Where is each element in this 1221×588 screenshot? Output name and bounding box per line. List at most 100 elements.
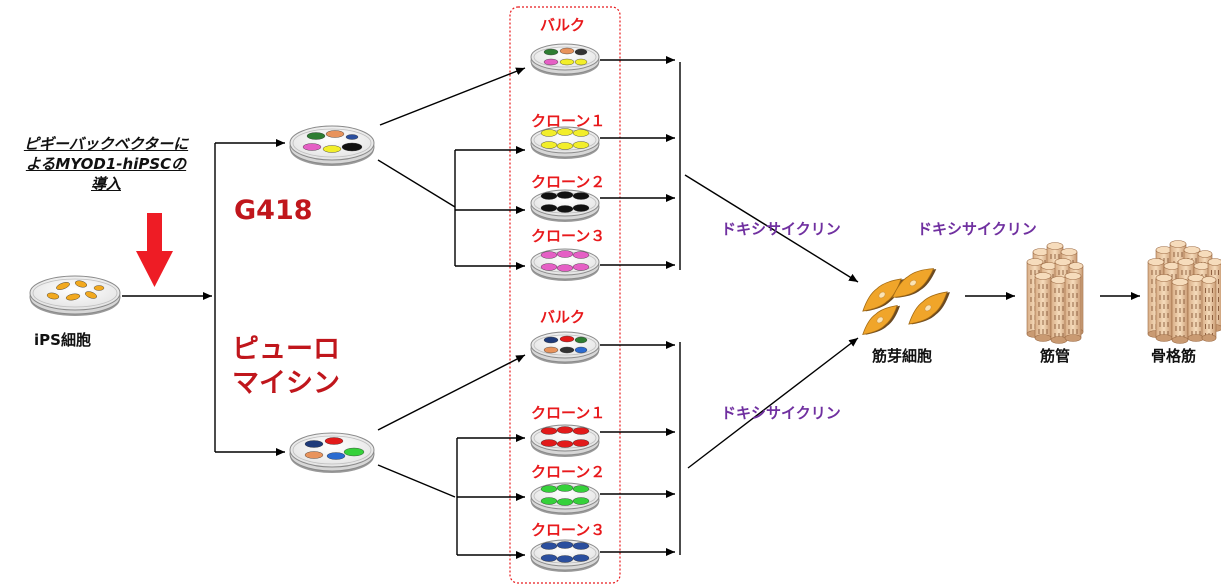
fiber-bottom (1064, 334, 1082, 342)
cell-colony (540, 129, 558, 137)
myoblast-cell (862, 278, 904, 312)
cell-colony (322, 145, 342, 153)
cell-colony (343, 447, 365, 457)
cell-colony (540, 263, 558, 271)
cell-colony (556, 440, 574, 448)
fiber-top (1032, 248, 1050, 256)
cell-colony (572, 542, 590, 550)
fiber-top (1169, 240, 1187, 248)
bulk-label-g418: バルク (540, 16, 586, 34)
cell-colony (65, 293, 81, 301)
cell-colony (304, 440, 324, 448)
fiber-top (1034, 272, 1052, 280)
fiber-bottom (1187, 334, 1205, 342)
cell-colony (556, 250, 574, 258)
cell-colony (556, 541, 574, 549)
clone3-label-puro: クローン３ (531, 521, 606, 539)
cell-colony (324, 437, 344, 445)
cell-nucleus (876, 316, 884, 324)
dish-top (29, 275, 121, 311)
doxycycline-label-lower: ドキシサイクリン (721, 404, 841, 422)
culture-dishes (29, 43, 600, 572)
doxycycline-label-upper: ドキシサイクリン (721, 220, 841, 238)
cell-colony (306, 132, 326, 140)
muscle-fiber (1050, 276, 1068, 344)
fiber-top (1026, 258, 1044, 266)
cell-colony (93, 285, 105, 291)
cell-colony (540, 485, 558, 493)
cell-colony (572, 129, 590, 137)
fiber-top (1207, 258, 1221, 266)
fiber-top (1163, 262, 1181, 270)
fiber-bottom (1050, 336, 1068, 344)
ips-cell-label: iPS細胞 (34, 331, 91, 349)
g418-label: G418 (234, 195, 313, 226)
clone1-label-puro: クローン１ (531, 404, 606, 422)
g418-bulk-dish (530, 43, 600, 76)
cell-colony (574, 58, 588, 66)
cell-colony (572, 192, 590, 200)
fiber-top (1177, 258, 1195, 266)
fiber-top (1054, 258, 1072, 266)
muscle-fiber (1034, 272, 1052, 342)
dish-rim (533, 46, 597, 68)
cell-colony (540, 542, 558, 550)
cell-colony (85, 291, 97, 299)
line-g418-to-clones (377, 159, 456, 208)
fiber-top (1064, 272, 1082, 280)
clone1-label-g418: クローン１ (531, 112, 606, 130)
cell-colony (540, 251, 558, 259)
cell-colony (574, 346, 588, 354)
cell-colony (559, 47, 575, 55)
arrow-puro-to-myoblast (687, 337, 859, 469)
muscle-fiber (1187, 274, 1205, 342)
fiber-bottom (1155, 334, 1173, 342)
arrow-g418-to-myoblast (684, 174, 859, 283)
cell-colony (540, 204, 558, 212)
muscle-fiber (1155, 274, 1173, 342)
fiber-bottom (1034, 334, 1052, 342)
skeletal-muscle-bundle (1147, 240, 1221, 344)
cell-colony (556, 426, 574, 434)
fiber-top (1187, 274, 1205, 282)
muscle-fiber (1201, 276, 1217, 342)
myoblast-cell (908, 291, 950, 325)
puro-clone3-dish (530, 539, 600, 572)
dish-rim (533, 334, 597, 356)
fiber-top (1050, 276, 1068, 284)
g418-clone2-dish (530, 189, 600, 222)
cell-colony (572, 204, 590, 212)
cell-colony (559, 346, 575, 354)
cell-colony (540, 427, 558, 435)
cell-colony (345, 134, 359, 140)
cell-colony (572, 263, 590, 271)
cell-colony (302, 143, 322, 151)
ips-dish (29, 275, 121, 316)
cell-colony (543, 346, 559, 354)
cell-colony (556, 498, 574, 506)
cell-colony (540, 192, 558, 200)
cell-colony (540, 497, 558, 505)
fiber-top (1201, 276, 1217, 284)
cell-nucleus (924, 304, 932, 312)
fiber-top (1147, 258, 1165, 266)
cell-colony (341, 142, 363, 152)
skeletal-muscle-label: 骨格筋 (1151, 347, 1197, 365)
cell-colony (556, 264, 574, 272)
fiber-top (1183, 246, 1201, 254)
cell-colony (556, 205, 574, 213)
cell-colony (74, 280, 88, 288)
vector-intro-label: ピギーバックベクターに よるMYOD1-hiPSCの 導入 (8, 134, 204, 194)
cell-colony (572, 427, 590, 435)
selection-frame (509, 6, 621, 584)
clone2-label-puro: クローン２ (531, 463, 606, 481)
dish-rim (292, 128, 372, 158)
cell-colony (56, 282, 70, 290)
cell-colony (540, 554, 558, 562)
fiber-top (1171, 278, 1189, 286)
fiber-bottom (1201, 334, 1217, 342)
doxycycline-label-right: ドキシサイクリン (917, 220, 1037, 238)
puromycin-label: ピューロ マイシン (232, 333, 340, 401)
fiber-top (1060, 248, 1078, 256)
